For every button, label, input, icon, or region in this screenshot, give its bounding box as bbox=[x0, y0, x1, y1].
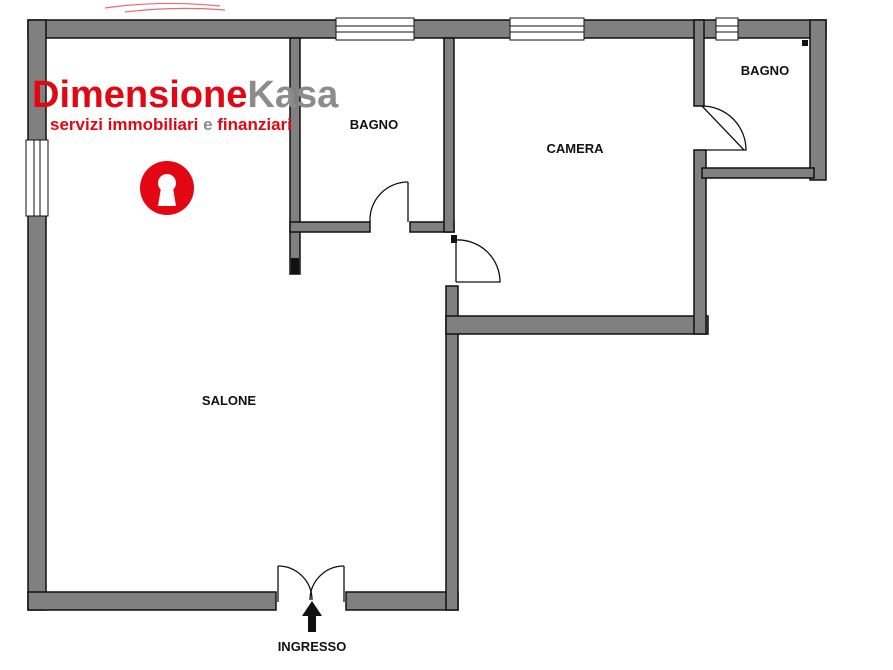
walls bbox=[27, 19, 827, 611]
room-label-salone: SALONE bbox=[202, 393, 257, 408]
room-label-bagno-1: BAGNO bbox=[350, 117, 398, 132]
door-ingresso bbox=[277, 565, 345, 602]
windows bbox=[25, 17, 739, 217]
logo-tagline-conj: e bbox=[203, 115, 212, 134]
wall-end-mark bbox=[802, 40, 808, 46]
door-bagno-1 bbox=[369, 181, 409, 223]
window-camera bbox=[509, 17, 585, 41]
window-bagno-1 bbox=[335, 17, 415, 41]
keyhole-icon bbox=[140, 161, 194, 215]
room-label-bagno-2: BAGNO bbox=[741, 63, 789, 78]
logo-tagline-part1: servizi immobiliari bbox=[50, 115, 203, 134]
wall-far-right bbox=[809, 19, 827, 181]
wall-bottom-right bbox=[345, 591, 459, 611]
wall-top bbox=[27, 19, 827, 39]
wall-camera-bottom bbox=[445, 315, 709, 335]
wall-camera-right bbox=[693, 149, 707, 335]
door-bagno-2 bbox=[701, 105, 747, 151]
wall-end-mark bbox=[291, 258, 299, 274]
room-label-camera: CAMERA bbox=[546, 141, 604, 156]
logo-brand-part1: Dimensione bbox=[32, 74, 247, 116]
wall-end-marks bbox=[291, 40, 808, 274]
wall-bagno1-right bbox=[443, 37, 455, 233]
door-camera bbox=[455, 239, 501, 283]
logo-tagline: servizi immobiliari e finanziari bbox=[50, 115, 292, 134]
doors bbox=[277, 105, 747, 602]
logo-tagline-part2: finanziari bbox=[213, 115, 292, 134]
watermark-swoosh bbox=[104, 2, 226, 13]
logo-brand-part2: Kasa bbox=[247, 74, 339, 116]
window-salone bbox=[25, 139, 49, 217]
entrance-label: INGRESSO bbox=[278, 639, 347, 654]
logo: DimensioneKasa servizi immobiliari e fin… bbox=[32, 74, 339, 215]
wall-end-mark bbox=[451, 235, 457, 243]
arrow-up-icon bbox=[302, 601, 322, 632]
wall-bottom-left bbox=[27, 591, 277, 611]
window-bagno-2 bbox=[715, 17, 739, 41]
wall-bagno2-bottom bbox=[701, 167, 815, 179]
wall-bagno2-left-upper bbox=[693, 19, 705, 107]
logo-wordmark: DimensioneKasa bbox=[32, 74, 339, 116]
wall-bagno1-bottom-left bbox=[289, 221, 371, 233]
wall-salone-right bbox=[445, 285, 459, 611]
